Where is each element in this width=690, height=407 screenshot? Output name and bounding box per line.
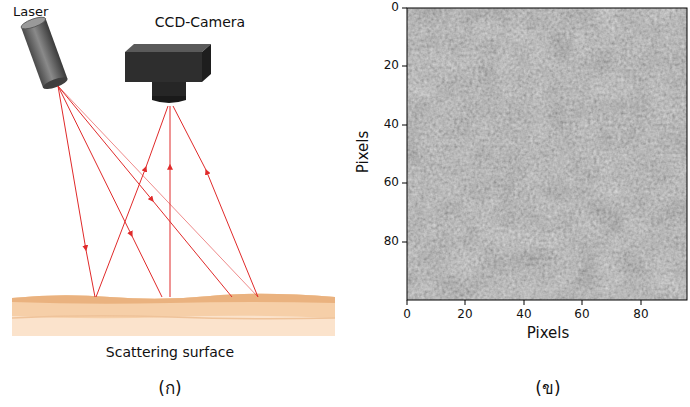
part-label: Scattering surface <box>106 344 234 360</box>
axis-title: Pixels <box>355 131 372 174</box>
ccd-camera <box>125 44 211 103</box>
tick-label: 40 <box>516 308 531 322</box>
axis-title: Pixels <box>527 325 570 342</box>
part-label: Laser <box>13 5 48 20</box>
tick-label: 60 <box>384 176 399 190</box>
tick-label: 60 <box>574 308 589 322</box>
tick-label: 20 <box>457 308 472 322</box>
panel-label: (ข) <box>535 379 560 399</box>
axis-ticks <box>402 8 641 305</box>
scattering-surface <box>12 294 335 336</box>
tick-label: 80 <box>384 235 399 249</box>
tick-label: 0 <box>391 1 399 15</box>
tick-label: 80 <box>633 308 648 322</box>
tick-label: 0 <box>403 308 411 322</box>
light-rays <box>58 86 258 297</box>
laser-body <box>20 15 69 92</box>
tick-label: 20 <box>384 59 399 73</box>
tick-label: 40 <box>384 118 399 132</box>
speckle-image <box>407 8 687 300</box>
panel-label: (ก) <box>158 379 181 399</box>
part-label: CCD-Camera <box>155 14 245 30</box>
